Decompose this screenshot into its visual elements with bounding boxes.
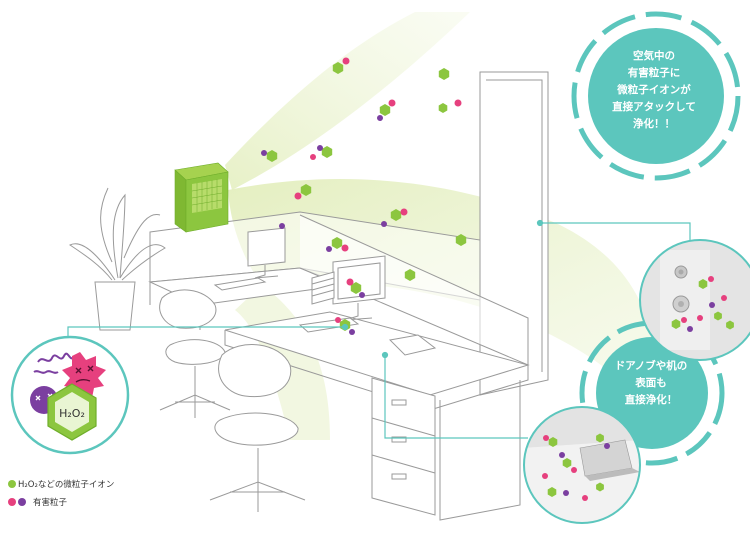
connector-lines [67, 219, 691, 439]
harmful-particle-purple [559, 452, 565, 458]
ion-hexagon [438, 103, 448, 113]
particle-purple-dot-icon [18, 498, 26, 506]
harmful-particle-purple [563, 490, 569, 496]
ion-hexagon [300, 184, 312, 196]
ion-hexagon [321, 146, 333, 158]
ion-hexagon [379, 104, 391, 116]
harmful-particle-purple [349, 329, 355, 335]
harmful-particle-pink [697, 315, 703, 321]
harmful-particle-pink [542, 473, 548, 479]
ion-hexagon [596, 433, 604, 443]
right-partition [299, 214, 529, 366]
ion-hexagon [455, 234, 467, 246]
ion-hexagon [547, 487, 557, 497]
ion-hexagon [562, 458, 572, 468]
ion-hexagon [714, 311, 722, 321]
callout-bubble-top [571, 11, 741, 181]
harmful-particle-pink [388, 99, 396, 107]
harmful-particle-pink [335, 317, 341, 323]
harmful-particle-purple [377, 115, 383, 121]
callout-bubble-bottom [579, 320, 725, 466]
harmful-particle-pink [708, 276, 714, 282]
h2o2-hexagon-icon [47, 383, 97, 441]
harmful-particle-pink [571, 467, 577, 473]
ion-hexagon [671, 319, 681, 329]
keyboard-back [213, 277, 267, 291]
callout-line: 直接アタックして [612, 101, 696, 113]
ion-hexagon [438, 68, 450, 80]
ion-hexagon [390, 209, 402, 221]
callout-line: ドアノブや机の [614, 360, 688, 372]
callout-line: 有害粒子に [627, 67, 681, 79]
harmful-particle-purple [709, 302, 715, 308]
harmful-particle-purple [604, 443, 610, 449]
ion-dot-icon [8, 480, 16, 488]
harmful-particle-purple [326, 246, 332, 252]
harmful-particle-pink [454, 99, 462, 107]
ion-hexagon [726, 320, 734, 330]
harmful-particle-pink [400, 208, 408, 216]
harmful-particle-pink [681, 317, 687, 323]
desk-surface-zoom [523, 406, 641, 524]
harmful-particle-pink [310, 154, 316, 160]
airflow-upper [225, 12, 470, 190]
molecule-label: H₂O₂ [59, 407, 85, 420]
room-particles [261, 57, 467, 335]
ion-hexagon [698, 279, 708, 289]
ion-hexagon [404, 269, 416, 281]
chair-front [209, 344, 306, 512]
callout-bottom-text: ドアノブや机の表面も直接浄化！ [604, 358, 698, 409]
harmful-particle-purple [381, 221, 387, 227]
connector-inset [67, 326, 345, 340]
molecule-inset: H₂O₂ [10, 335, 130, 455]
monitor-back [247, 227, 286, 267]
air-purifier [174, 162, 229, 233]
callout-line: 空気中の [633, 50, 675, 62]
legend-particle-row: 有害粒子 [8, 496, 67, 508]
harmful-particle-purple [359, 292, 365, 298]
harmful-particle-pink [543, 435, 549, 441]
legend-ion-row: H₂O₂などの微粒子イオン [8, 478, 114, 490]
harmful-particle-pink [341, 244, 349, 252]
harmful-particle-pink [721, 295, 727, 301]
callout-line: 微粒子イオンが [617, 84, 691, 96]
squiggle-virus-icon [33, 352, 75, 374]
callout-line: 直接浄化！ [624, 394, 678, 406]
chair-back [159, 289, 231, 418]
harmful-particle-purple [317, 145, 323, 151]
ion-hexagon [596, 482, 604, 492]
ion-hexagon [548, 437, 558, 447]
harmful-particle-purple [279, 223, 285, 229]
harmful-particle-pink [346, 278, 354, 286]
ion-hexagon [350, 282, 362, 294]
connector-desk [384, 355, 528, 439]
callout-line: 浄化！！ [633, 118, 675, 130]
legend-particle-label: 有害粒子 [33, 498, 68, 508]
callout-top-text: 空気中の有害粒子に微粒子イオンが直接アタックして浄化！！ [598, 48, 710, 133]
harmful-particle-pink [294, 192, 302, 200]
door-knob-zoom [639, 239, 750, 361]
harmful-particle-purple [687, 326, 693, 332]
ion-hexagon [331, 237, 343, 249]
plant [69, 187, 166, 331]
harmful-particle-purple [261, 150, 267, 156]
legend-ion-label: H₂O₂などの微粒子イオン [18, 480, 115, 490]
particle-pink-dot-icon [8, 498, 16, 506]
ion-hexagon [332, 62, 344, 74]
document [388, 334, 437, 356]
harmful-particle-pink [582, 495, 588, 501]
harmful-particle-pink [342, 57, 350, 65]
callout-line: 表面も [635, 377, 667, 389]
drawer-unit [371, 377, 436, 516]
connector-door [540, 222, 691, 244]
ion-hexagon [266, 150, 278, 162]
